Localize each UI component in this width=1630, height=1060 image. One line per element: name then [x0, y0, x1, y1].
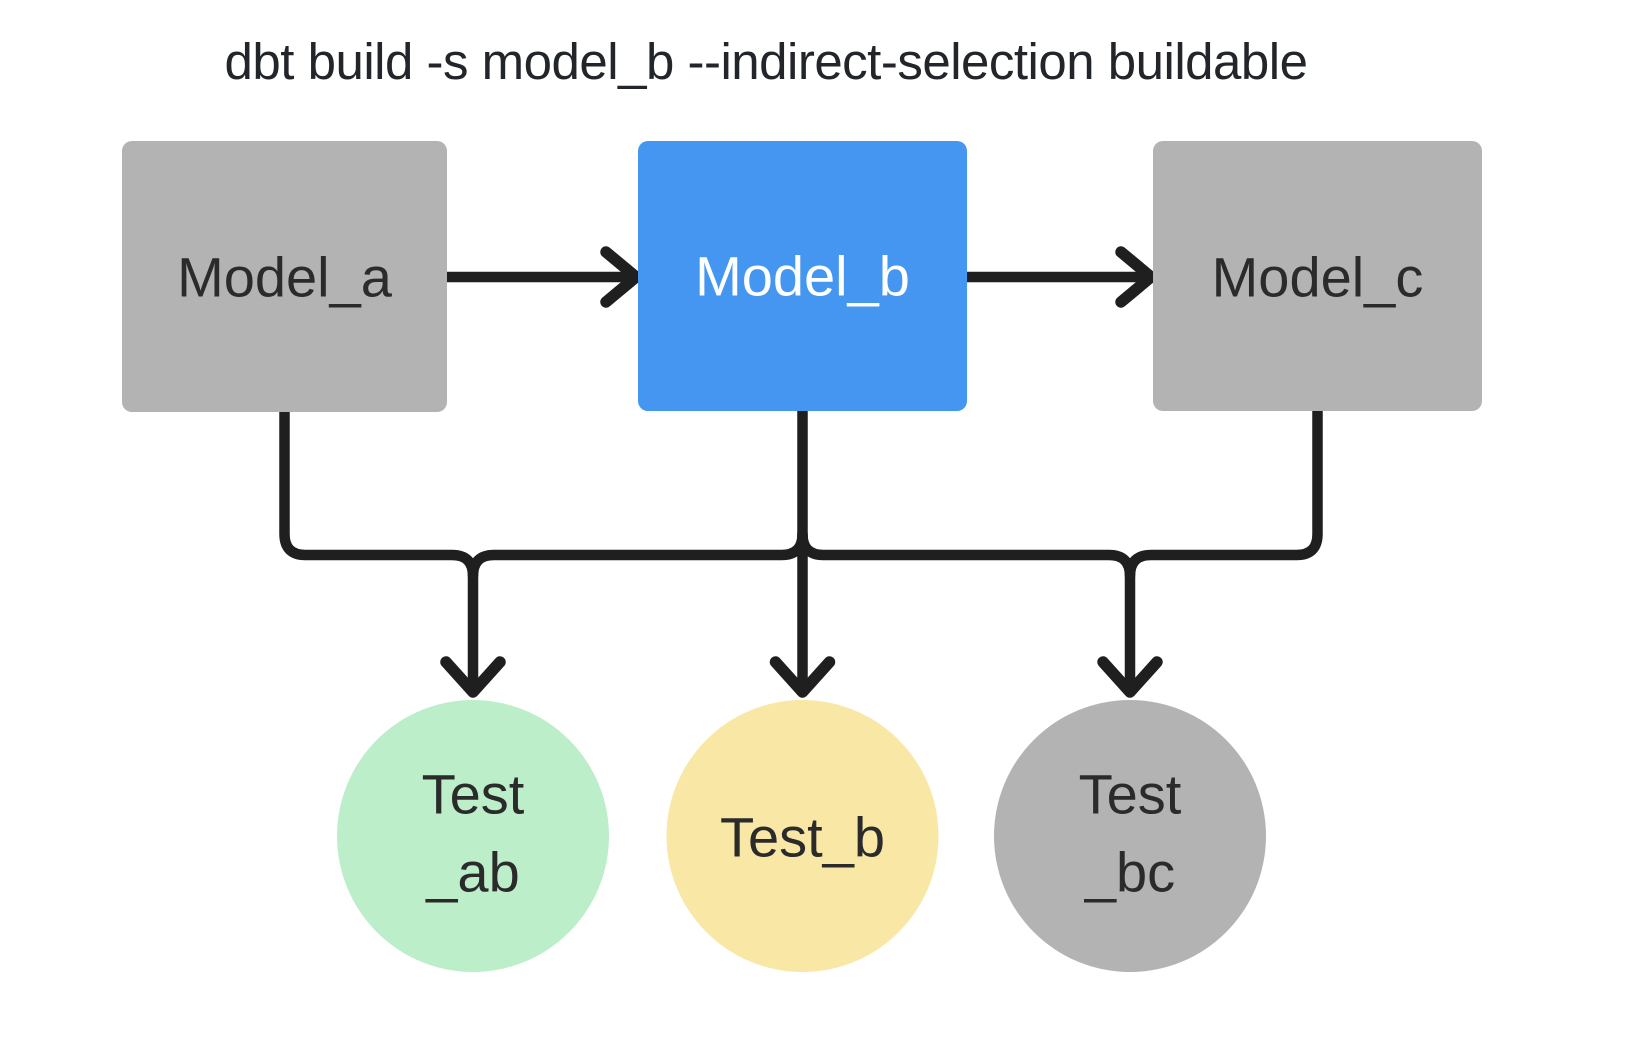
arrowhead-right-model-b	[600, 246, 642, 308]
edge-model-c-to-test-bc	[1124, 405, 1323, 582]
edge-model-b-to-test-bc	[797, 528, 1136, 693]
test-bc-circle	[994, 700, 1266, 972]
model-a-box	[122, 141, 447, 412]
arrowhead-down-test-b	[769, 656, 836, 698]
test-ab-circle	[337, 700, 609, 972]
arrowhead-down-test-ab	[440, 656, 506, 698]
model-a-node: Model_a	[122, 141, 447, 412]
model-c-node: Model_c	[1153, 141, 1482, 411]
arrowhead-right-model-c	[1115, 246, 1157, 308]
test-b-label: Test_b	[720, 806, 885, 869]
test-ab-node: Test _ab	[337, 700, 609, 972]
edge-model-a-to-test-ab	[279, 405, 479, 693]
test-b-node: Test_b	[666, 700, 939, 972]
test-ab-label-line1: Test	[422, 763, 525, 826]
diagram-title: dbt build -s model_b --indirect-selectio…	[225, 33, 1308, 90]
arrowhead-down-test-bc	[1097, 656, 1163, 698]
test-bc-label-line2: _bc	[1084, 841, 1175, 904]
test-ab-label-line2: _ab	[425, 841, 519, 904]
model-c-label: Model_c	[1212, 246, 1424, 309]
edges-group	[279, 246, 1323, 698]
test-bc-node: Test _bc	[994, 700, 1266, 972]
model-a-label: Model_a	[177, 246, 393, 309]
model-b-box	[638, 141, 967, 411]
test-b-circle	[666, 700, 939, 972]
model-b-node-selected: Model_b	[638, 141, 967, 411]
edge-model-b-to-test-ab	[467, 528, 808, 582]
model-b-label: Model_b	[695, 245, 910, 308]
test-bc-label-line1: Test	[1079, 763, 1182, 826]
model-c-box	[1153, 141, 1482, 411]
